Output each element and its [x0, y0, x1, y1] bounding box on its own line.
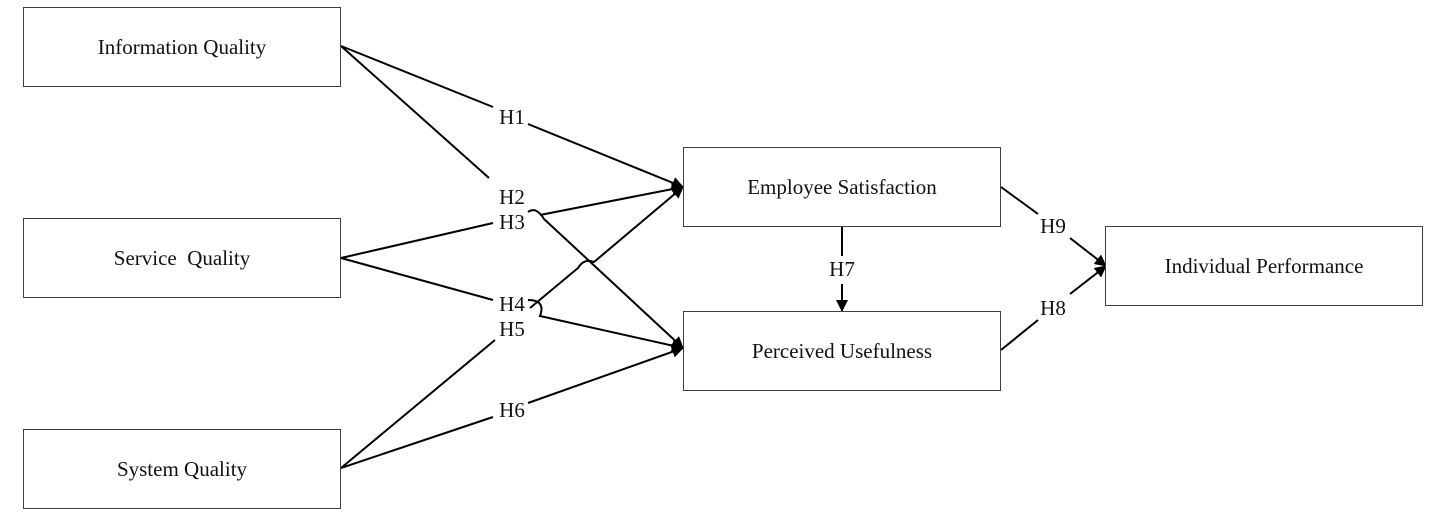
path-label-h7: H7 [829, 257, 855, 281]
node-label: Service Quality [113, 245, 251, 270]
node-perceived-usefulness: Perceived Usefulness [683, 311, 1001, 391]
path-h9-arrow [1069, 237, 1107, 267]
path-h1 [340, 45, 494, 108]
path-label-h1: H1 [499, 105, 525, 129]
path-h8-arrow [1069, 265, 1107, 295]
node-label: Information Quality [97, 34, 267, 59]
node-label: Employee Satisfaction [747, 174, 937, 199]
path-label-h2: H2 [499, 185, 525, 209]
path-h3 [340, 222, 494, 259]
path-label-h5: H5 [499, 317, 525, 341]
node-label: System Quality [116, 456, 248, 481]
node-employee-satisfaction: Employee Satisfaction [683, 147, 1001, 227]
path-label-h9: H9 [1040, 214, 1066, 238]
path-h6 [340, 416, 494, 469]
path-h2-arrow [527, 209, 684, 349]
node-information-quality: Information Quality [23, 7, 341, 87]
path-h4-arrow [527, 299, 684, 352]
node-system-quality: System Quality [23, 429, 341, 509]
path-label-h8: H8 [1040, 296, 1066, 320]
path-h6-arrow [527, 346, 684, 404]
path-label-h6: H6 [499, 398, 525, 422]
node-label: Perceived Usefulness [751, 338, 933, 363]
node-label: Individual Performance [1164, 253, 1364, 278]
path-h8 [1000, 319, 1039, 351]
path-h3-arrow [539, 183, 684, 216]
path-label-h3: H3 [499, 210, 525, 234]
path-h9 [1000, 186, 1039, 215]
path-label-h4: H4 [499, 292, 525, 316]
path-h5-arrow [529, 186, 684, 309]
node-service-quality: Service Quality [23, 218, 341, 298]
path-h2 [340, 45, 490, 179]
path-h4 [340, 257, 494, 301]
path-h5 [340, 339, 496, 469]
path-h1-arrow [527, 123, 684, 189]
node-individual-performance: Individual Performance [1105, 226, 1423, 306]
